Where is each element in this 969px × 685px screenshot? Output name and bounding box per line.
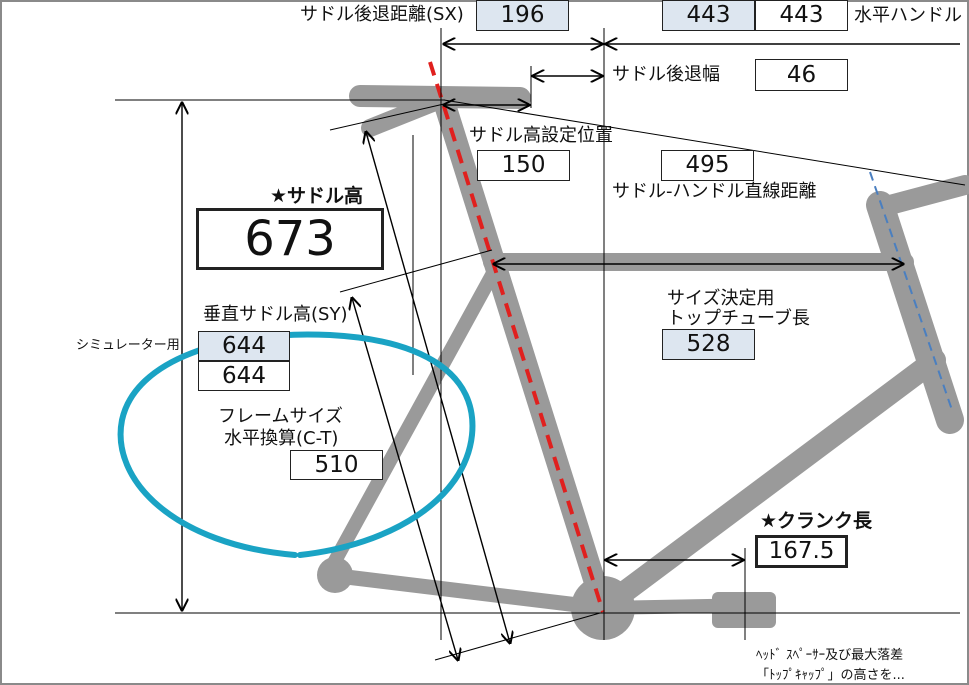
saddle-setback-sx-value: 196 — [476, 0, 569, 31]
saddle-setback-width-label: サドル後退幅 — [612, 64, 720, 85]
saddle-setback-width-value: 46 — [755, 59, 848, 91]
saddle-height-title: ★サドル高 — [270, 185, 364, 207]
down-tube — [592, 349, 946, 619]
saddle-handle-distance-label: サドル-ハンドル直線距離 — [612, 181, 817, 202]
chain-stay — [322, 567, 611, 616]
frame-size-label-line2: 水平換算(C-T) — [224, 428, 339, 449]
saddle-height-value: 673 — [196, 208, 384, 270]
saddle-height-setting-value: 150 — [477, 150, 570, 181]
headspacer-note-line1: ﾍｯﾄﾞ ｽﾍﾟｰｻｰ及び最大落差 — [756, 648, 904, 663]
simulator-value: 644 — [198, 331, 290, 361]
horizontal-handle-label: 水平ハンドル — [854, 5, 962, 26]
horizontal-handle-value-b: 443 — [755, 0, 848, 31]
saddle-handle-distance-value: 495 — [661, 150, 754, 181]
steerer-axis — [869, 171, 953, 411]
frame-size-label-line1: フレームサイズ — [218, 406, 343, 427]
stem — [880, 175, 969, 215]
top-tube-length-value: 528 — [662, 329, 755, 360]
crank-length-title: ★クランク長 — [760, 510, 873, 532]
size-decision-label-line1: サイズ決定用 — [667, 288, 775, 309]
saddle-height-setting-label: サドル高設定位置 — [469, 125, 613, 146]
saddle-nose — [361, 91, 449, 137]
horizontal-handle-value-a: 443 — [662, 0, 755, 31]
simulator-label: シミュレーター用 — [76, 338, 180, 353]
pedal — [712, 592, 776, 628]
vertical-saddle-height-label: 垂直サドル高(SY) — [203, 304, 348, 325]
seat-stay — [323, 268, 499, 577]
head-tube — [866, 191, 964, 434]
frame-size-value: 510 — [290, 450, 383, 480]
highlight-circle — [117, 331, 476, 558]
vertical-saddle-height-value: 644 — [198, 361, 290, 391]
saddle-setback-distance-label: サドル後退距離(SX) — [300, 4, 464, 25]
crank-length-value: 167.5 — [755, 535, 848, 568]
rear-axle — [317, 557, 353, 593]
size-decision-label-line2: トップチューブ長 — [667, 308, 810, 329]
bottom-bracket — [571, 576, 635, 640]
headspacer-note-line2: 「ﾄｯﾌﾟｷｬｯﾌﾟ」の高さを... — [756, 668, 905, 683]
